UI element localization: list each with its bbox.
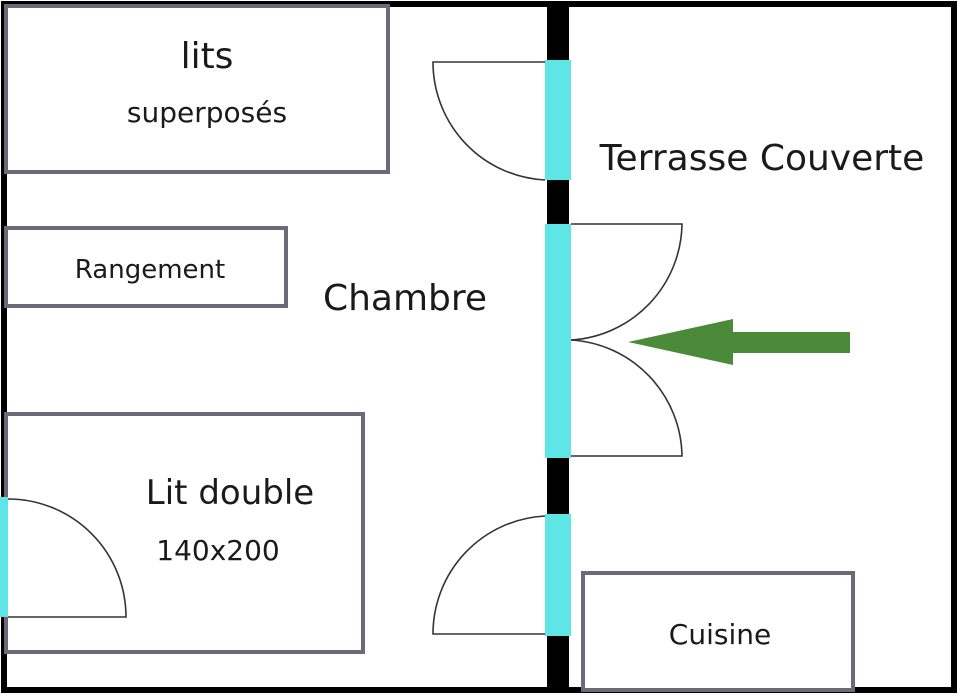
door-entrance-opening: [545, 224, 571, 458]
door-bottom-swing: [432, 515, 546, 635]
bunk-beds-outline: [4, 4, 390, 174]
storage: Rangement: [4, 226, 288, 308]
bunk-beds-label-line1: lits: [181, 36, 234, 77]
arrow-left-icon: [628, 319, 850, 365]
room-label-chambre: Chambre: [323, 278, 487, 319]
storage-outline: [4, 226, 288, 308]
door-bottom-opening: [545, 514, 571, 636]
bunk-beds-label-line2: superposés: [127, 96, 287, 129]
bunk-beds: lits superposés: [4, 4, 390, 174]
entrance-arrow-shape: [628, 319, 850, 365]
door-top-swing: [432, 61, 546, 181]
door-entrance: [545, 223, 683, 458]
door-entrance-swing-upper: [570, 223, 683, 341]
door-left-wall-opening: [0, 497, 8, 617]
door-left-wall-swing: [7, 498, 127, 618]
double-bed-label: Lit double: [146, 473, 314, 513]
door-top: [432, 60, 571, 181]
kitchen-label: Cuisine: [669, 618, 771, 651]
door-top-opening: [545, 60, 571, 180]
door-entrance-swing-lower: [570, 339, 683, 457]
double-bed-size: 140x200: [156, 534, 279, 567]
storage-label: Rangement: [75, 255, 225, 285]
kitchen-outline: [581, 571, 855, 692]
kitchen: Cuisine: [581, 571, 855, 692]
terrace-label: Terrasse Couverte: [599, 138, 925, 179]
door-bottom: [432, 514, 571, 636]
door-left-wall: [0, 497, 127, 618]
